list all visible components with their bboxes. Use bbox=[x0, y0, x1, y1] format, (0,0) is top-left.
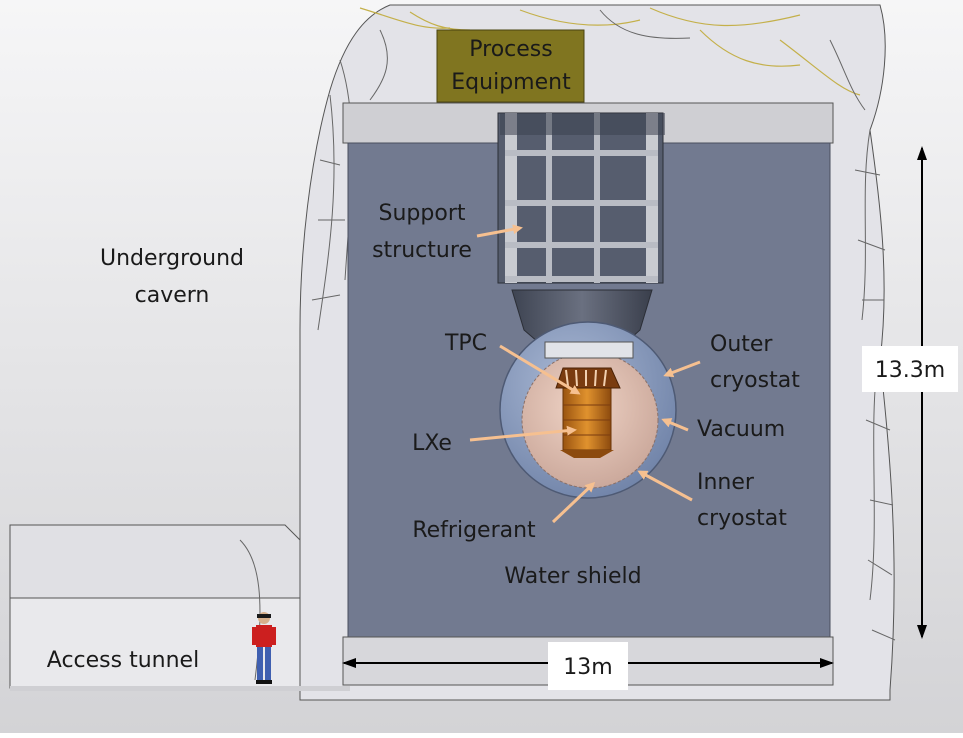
outer-cryostat-label-line2: cryostat bbox=[710, 368, 800, 393]
height-dimension-label: 13.3m bbox=[875, 358, 945, 383]
height-dimension: 13.3m bbox=[862, 146, 958, 639]
outer-cryostat-arrow bbox=[663, 360, 701, 378]
access-tunnel bbox=[9, 524, 350, 691]
width-dimension: 13m bbox=[342, 642, 834, 690]
process-equipment: Process Equipment bbox=[436, 29, 585, 103]
vacuum-arrow bbox=[661, 418, 689, 432]
process-equipment-label-line2: Equipment bbox=[451, 70, 571, 95]
person-figure bbox=[252, 612, 276, 684]
lxe-arrow bbox=[469, 425, 577, 442]
cryostat bbox=[499, 321, 677, 499]
vacuum-label: Vacuum bbox=[697, 417, 785, 442]
callout-arrows bbox=[469, 224, 701, 524]
inner-cryostat-label-line2: cryostat bbox=[697, 506, 787, 531]
water-shield-label: Water shield bbox=[504, 564, 641, 589]
width-dimension-label: 13m bbox=[563, 655, 612, 680]
process-equipment-label-line1: Process bbox=[469, 37, 552, 62]
access-tunnel-label: Access tunnel bbox=[47, 648, 199, 673]
support-structure-label-line1: Support bbox=[379, 201, 466, 226]
lxe-label: LXe bbox=[412, 431, 452, 456]
underground-cavern-label-line1: Underground bbox=[100, 246, 244, 271]
inner-cryostat-label-line1: Inner bbox=[697, 470, 755, 495]
labels: Support structure Underground cavern TPC… bbox=[47, 201, 800, 673]
support-structure bbox=[497, 112, 665, 284]
tpc-arrow bbox=[499, 344, 581, 395]
tpc bbox=[562, 387, 612, 451]
underground-cavern-label-line2: cavern bbox=[135, 283, 210, 308]
refrigerant-arrow bbox=[551, 481, 596, 524]
refrigerant-label: Refrigerant bbox=[412, 518, 536, 543]
support-structure-arrow bbox=[476, 224, 523, 238]
inner-cryostat-arrow bbox=[637, 470, 693, 502]
outer-cryostat-label-line1: Outer bbox=[710, 332, 773, 357]
support-structure-label-line2: structure bbox=[372, 238, 472, 263]
tpc-label: TPC bbox=[444, 331, 487, 356]
